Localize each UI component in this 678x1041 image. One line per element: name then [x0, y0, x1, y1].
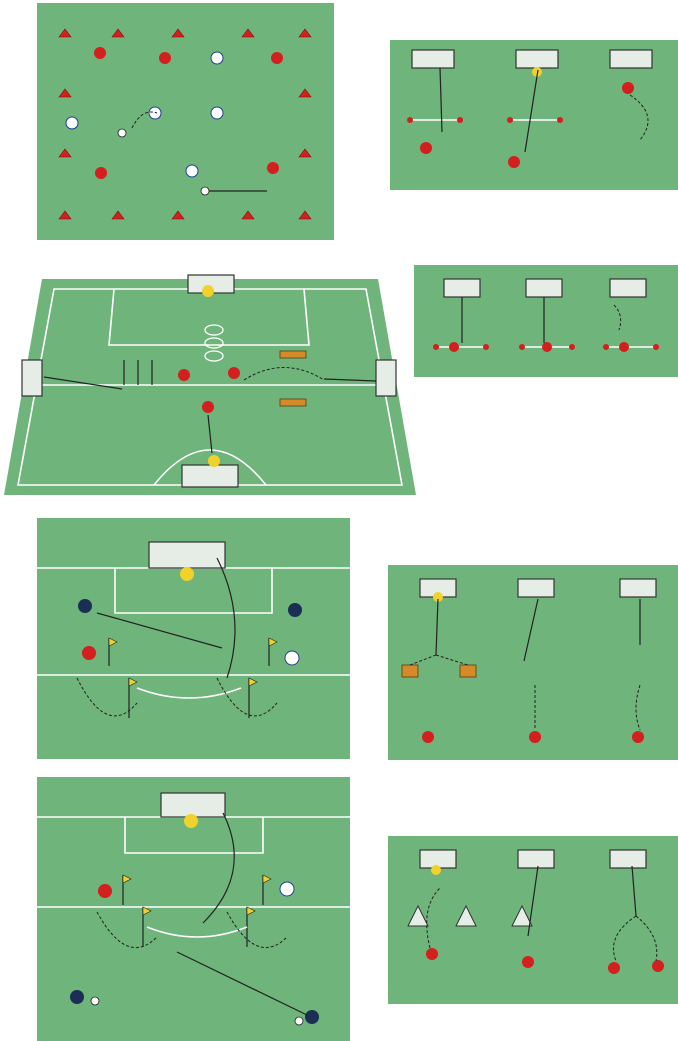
penalty-box-cross-diagram: [37, 518, 350, 759]
penalty-box-coach-feed-diagram: [37, 777, 350, 1041]
three-goal-mannequin-diagram: [388, 836, 678, 1004]
three-mini-goal-cone-panel: [414, 265, 678, 377]
penalty-box-cross-panel: [37, 518, 350, 759]
three-goal-finishing-panel: [390, 40, 678, 190]
players-white-blue: [66, 52, 223, 177]
players-red: [94, 47, 283, 179]
three-mini-goal-cone-diagram: [414, 265, 678, 377]
three-goal-hurdle-dribble-diagram: [388, 565, 678, 760]
grid-passing-square-diagram: [37, 3, 334, 240]
three-goal-finishing-diagram: [390, 40, 678, 190]
full-pitch-perspective-diagram: [4, 265, 416, 495]
grid-passing-square-panel: [37, 3, 334, 240]
three-goal-mannequin-panel: [388, 836, 678, 1004]
full-pitch-perspective-panel: [4, 265, 416, 495]
penalty-box-coach-feed-panel: [37, 777, 350, 1041]
three-goal-hurdle-dribble-panel: [388, 565, 678, 760]
